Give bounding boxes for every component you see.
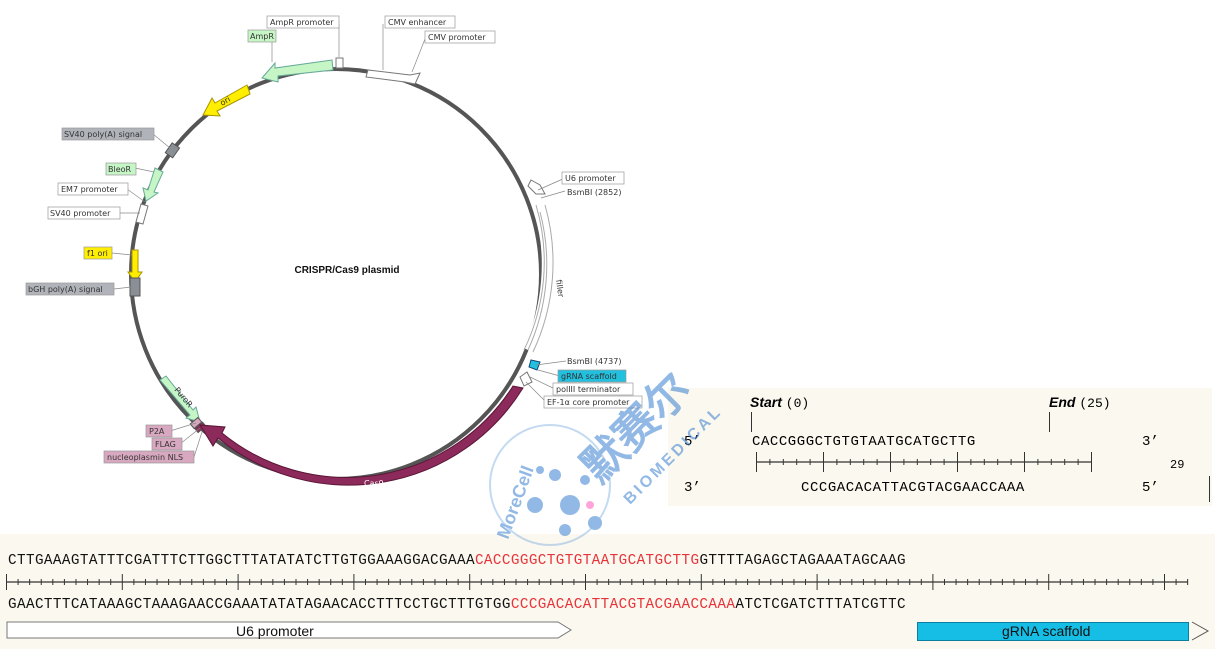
top-3prime: 3’ bbox=[1142, 434, 1159, 450]
ampr-promoter-feature bbox=[335, 57, 344, 69]
oligo-length: 29 bbox=[1170, 458, 1185, 472]
bottom-3prime: 3’ bbox=[684, 480, 701, 496]
bottom-strand-pre: GAACTTTCATAAAGCTAAAGAACCGAAATATATAGAACAC… bbox=[8, 597, 511, 613]
sequence-panel: CTTGAAAGTATTTCGATTTCTTGGCTTTATATATCTTGTG… bbox=[0, 534, 1215, 649]
u6-promoter-track-label: U6 promoter bbox=[236, 623, 314, 639]
ef1a-feature bbox=[519, 371, 533, 387]
top-strand-post: GTTTTAGAGCTAGAAATAGCAAG bbox=[699, 553, 906, 569]
ef1a-core-label: EF-1α core promoter bbox=[547, 398, 630, 407]
ampr-label: AmpR bbox=[250, 32, 274, 41]
plasmid-title: CRISPR/Cas9 plasmid bbox=[294, 265, 399, 276]
u6-promoter-track bbox=[6, 621, 572, 639]
cmv-enhancer-label: CMV enhancer bbox=[388, 18, 447, 27]
cas9-feature bbox=[199, 385, 524, 486]
bottom-5prime: 5’ bbox=[1142, 480, 1159, 496]
top-strand-pre: CTTGAAAGTATTTCGATTTCTTGGCTTTATATATCTTGTG… bbox=[8, 553, 475, 569]
nls-label: nucleoplasmin NLS bbox=[107, 453, 183, 462]
start-position: (0) bbox=[785, 396, 810, 411]
bgh-polya-label: bGH poly(A) signal bbox=[28, 285, 103, 294]
watermark-logo: MoreCell 默赛尔 BIOMEDICAL bbox=[489, 363, 726, 546]
puror-feature bbox=[159, 375, 201, 423]
watermark-cells-icon bbox=[489, 424, 611, 546]
bleor-label: BleoR bbox=[108, 165, 132, 174]
cas9-arrow-label: Cas9 bbox=[364, 479, 384, 488]
ampr-promoter-label: AmpR promoter bbox=[270, 18, 334, 27]
start-marker bbox=[751, 412, 752, 432]
em7-promoter-label: EM7 promoter bbox=[61, 185, 118, 194]
u6-feature bbox=[527, 179, 546, 195]
filler-label: filler bbox=[554, 279, 565, 298]
flag-label: FLAG bbox=[155, 440, 176, 449]
end-label: End bbox=[1049, 394, 1076, 410]
end-position: (25) bbox=[1079, 396, 1111, 411]
bottom-strand: GAACTTTCATAAAGCTAAAGAACCGAAATATATAGAACAC… bbox=[8, 597, 906, 613]
sv40-promoter-feature bbox=[135, 203, 149, 225]
oligo-panel: Start (0) End (25) 5’ CACCGGGCTGTGTAATGC… bbox=[668, 388, 1212, 506]
grna-scaffold-label: gRNA scaffold bbox=[561, 372, 617, 381]
bleor-feature bbox=[142, 167, 164, 202]
top-5prime: 5’ bbox=[684, 434, 701, 450]
bottom-strand-insert: CCCGACACATTACGTACGAACCAAA bbox=[510, 597, 736, 613]
bgh-polya-feature bbox=[129, 277, 141, 297]
grna-scaffold-feature bbox=[528, 359, 541, 371]
top-strand-insert: CACCGGGCTGTGTAATGCATGCTTG bbox=[474, 553, 700, 569]
filler-arc-outline bbox=[527, 211, 548, 351]
grna-continue-arrow-icon bbox=[1191, 621, 1210, 641]
u6-promoter-label: U6 promoter bbox=[565, 174, 616, 183]
end-marker bbox=[1049, 412, 1050, 432]
grna-scaffold-track-label: gRNA scaffold bbox=[1002, 623, 1091, 639]
f1-ori-feature bbox=[127, 249, 143, 283]
p2a-label: P2A bbox=[149, 427, 165, 436]
cmv-promoter-label: CMV promoter bbox=[428, 33, 486, 42]
plasmid-map: filler ori PuroR Cas9 CRISPR/Cas9 plasmi… bbox=[25, 15, 643, 488]
start-label: Start bbox=[750, 394, 782, 410]
sv40-promoter-label: SV40 promoter bbox=[50, 209, 111, 218]
cmv-feature bbox=[365, 69, 421, 85]
top-oligo-sequence: CACCGGGCTGTGTAATGCATGCTTG bbox=[752, 434, 976, 450]
bsmbi-2-label: BsmBI (4737) bbox=[567, 357, 621, 366]
sv40-polya-label: SV40 poly(A) signal bbox=[64, 130, 142, 139]
f1-ori-label: f1 ori bbox=[87, 249, 108, 258]
panel-edge-mark bbox=[1209, 476, 1210, 502]
grna-scaffold-track bbox=[917, 622, 1189, 641]
oligo-ruler bbox=[756, 452, 1092, 472]
poliii-terminator-label: polIII terminator bbox=[556, 385, 621, 394]
watermark-cn: 默赛尔 bbox=[572, 363, 701, 492]
sv40-polya-feature bbox=[164, 142, 181, 159]
sequence-ruler bbox=[6, 574, 1189, 590]
bottom-oligo-sequence: CCCGACACATTACGTACGAACCAAA bbox=[801, 480, 1025, 496]
top-strand: CTTGAAAGTATTTCGATTTCTTGGCTTTATATATCTTGTG… bbox=[8, 553, 906, 569]
bsmbi-1-label: BsmBI (2852) bbox=[567, 188, 621, 197]
bottom-strand-post: ATCTCGATCTTTATCGTTC bbox=[735, 597, 906, 613]
ori-feature bbox=[202, 84, 251, 117]
ampr-feature bbox=[261, 59, 334, 83]
